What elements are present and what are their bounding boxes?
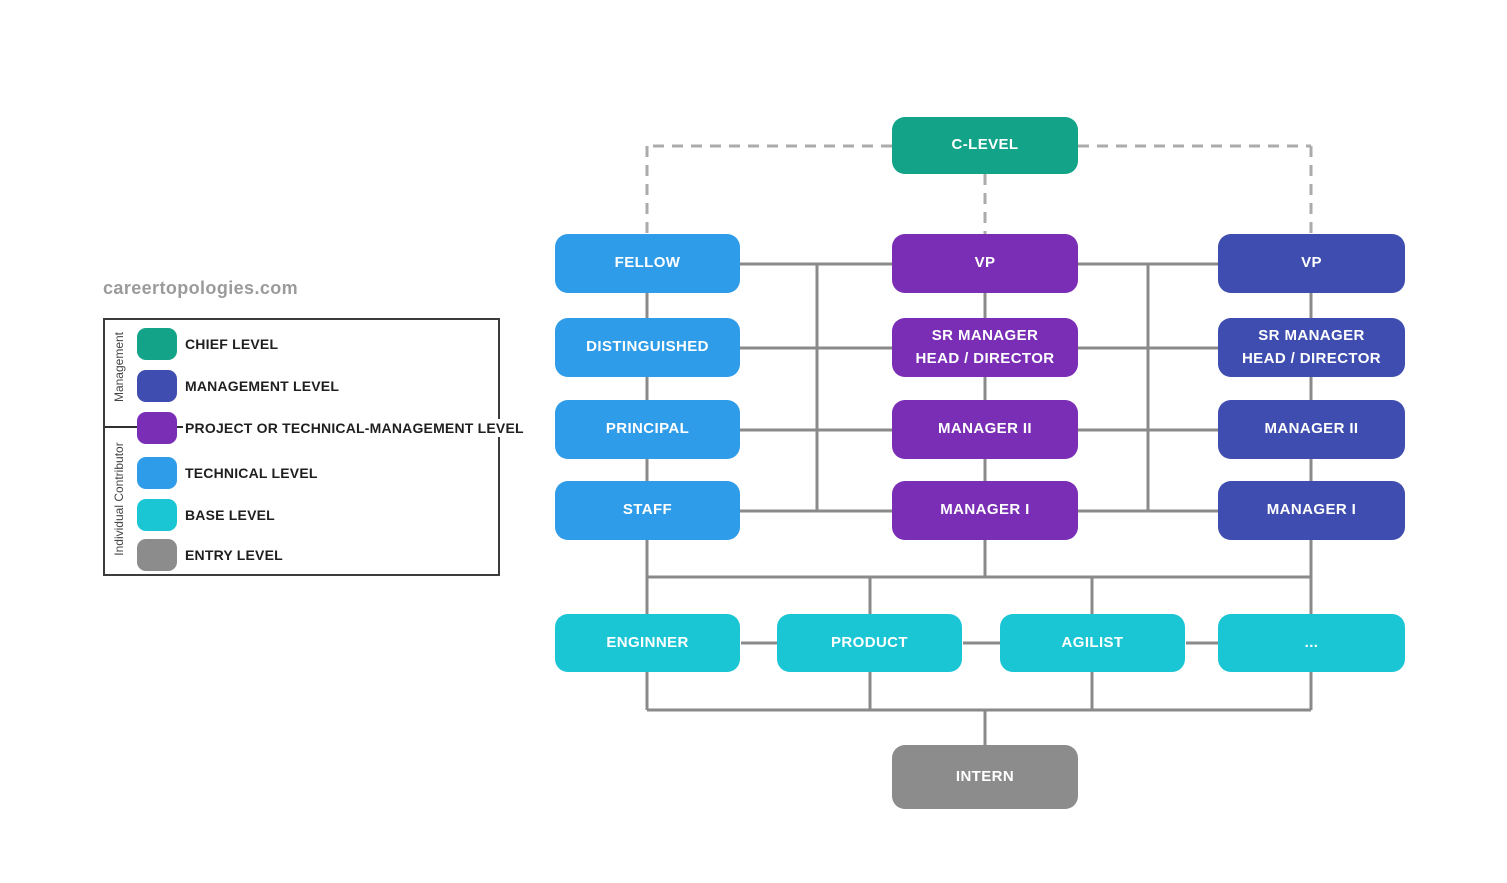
dashed-connectors	[645, 144, 1313, 234]
node-manager-i-project: MANAGER I	[892, 481, 1078, 540]
chief-level-swatch	[137, 328, 177, 360]
legend-item-project-management: PROJECT OR TECHNICAL-MANAGEMENT LEVEL	[137, 412, 526, 444]
node-staff: STAFF	[555, 481, 740, 540]
node-vp-project: VP	[892, 234, 1078, 293]
legend-item-entry: ENTRY LEVEL	[137, 539, 285, 571]
legend-item-label: TECHNICAL LEVEL	[183, 464, 320, 482]
node-fellow: FELLOW	[555, 234, 740, 293]
legend-group-ic-label: Individual Contributor	[112, 442, 126, 556]
node-manager-i-management: MANAGER I	[1218, 481, 1405, 540]
technical-level-swatch	[137, 457, 177, 489]
solid-connectors	[645, 262, 1313, 745]
legend-item-label: CHIEF LEVEL	[183, 335, 281, 353]
project-management-level-swatch	[137, 412, 177, 444]
node-agilist: AGILIST	[1000, 614, 1185, 672]
legend-item-label: PROJECT OR TECHNICAL-MANAGEMENT LEVEL	[183, 419, 526, 437]
base-level-swatch	[137, 499, 177, 531]
node-sr-manager-project: SR MANAGER HEAD / DIRECTOR	[892, 318, 1078, 377]
legend-item-management: MANAGEMENT LEVEL	[137, 370, 342, 402]
node-c-level: C-LEVEL	[892, 117, 1078, 174]
node-sr-manager-management: SR MANAGER HEAD / DIRECTOR	[1218, 318, 1405, 377]
node-vp-management: VP	[1218, 234, 1405, 293]
node-product: PRODUCT	[777, 614, 962, 672]
node-more-roles: ...	[1218, 614, 1405, 672]
node-intern: INTERN	[892, 745, 1078, 809]
node-distinguished: DISTINGUISHED	[555, 318, 740, 377]
legend-item-base: BASE LEVEL	[137, 499, 277, 531]
legend-group-management-label: Management	[112, 331, 126, 403]
node-enginner: ENGINNER	[555, 614, 740, 672]
entry-level-swatch	[137, 539, 177, 571]
legend-item-chief: CHIEF LEVEL	[137, 328, 281, 360]
node-manager-ii-management: MANAGER II	[1218, 400, 1405, 459]
node-manager-ii-project: MANAGER II	[892, 400, 1078, 459]
management-level-swatch	[137, 370, 177, 402]
legend: Management Individual Contributor CHIEF …	[103, 318, 526, 576]
legend-item-label: BASE LEVEL	[183, 506, 277, 524]
node-principal: PRINCIPAL	[555, 400, 740, 459]
legend-item-label: MANAGEMENT LEVEL	[183, 377, 342, 395]
legend-item-technical: TECHNICAL LEVEL	[137, 457, 320, 489]
site-watermark: careertopologies.com	[103, 278, 299, 298]
legend-item-label: ENTRY LEVEL	[183, 546, 285, 564]
